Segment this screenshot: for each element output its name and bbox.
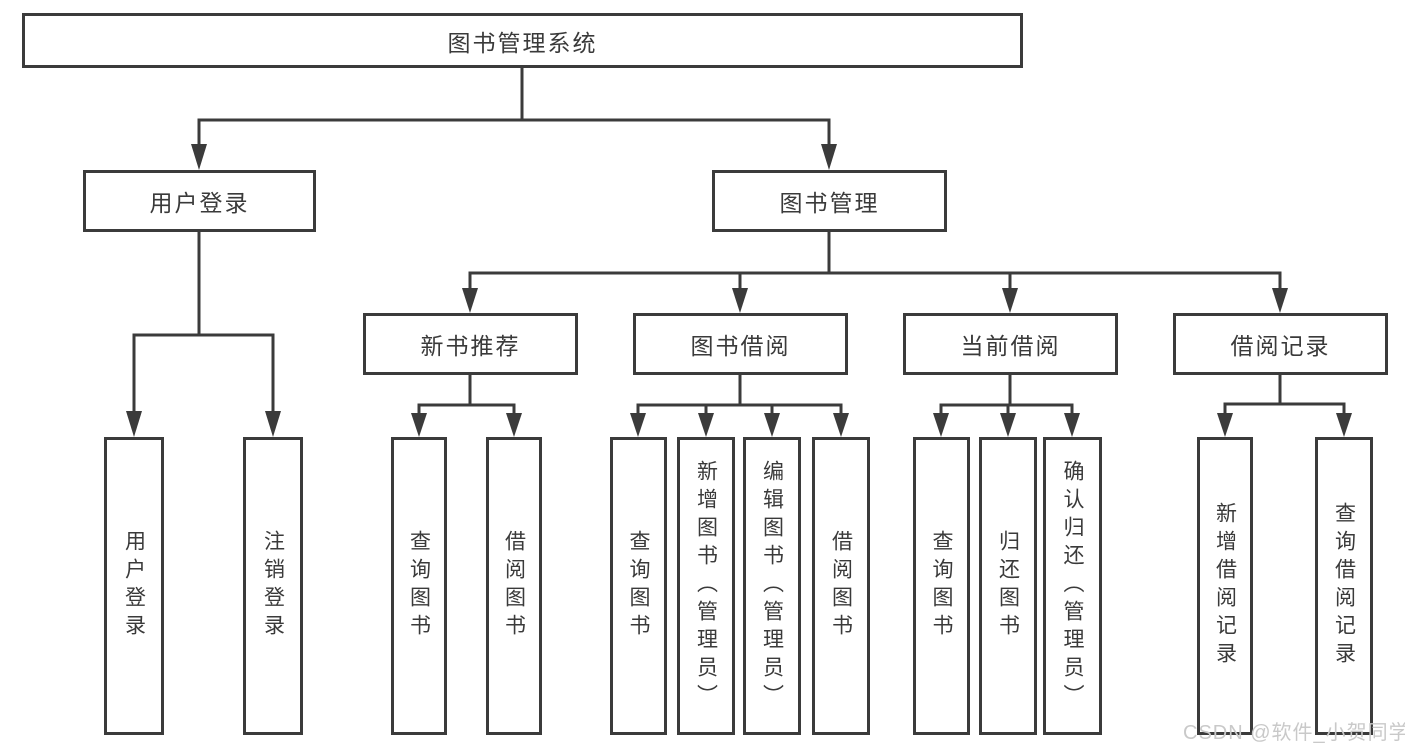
leaf-add-book-admin: 新增图书（管理员） xyxy=(677,437,735,735)
node-book-management: 图书管理 xyxy=(712,170,947,232)
node-root-label: 图书管理系统 xyxy=(447,29,598,56)
leaf-add-book-admin-label: 新增图书（管理员） xyxy=(694,460,718,712)
node-book-borrowing: 图书借阅 xyxy=(633,313,848,375)
leaf-query-book-recommendation-label: 查询图书 xyxy=(407,530,431,642)
csdn-watermark: CSDN @软件_小贺同学 xyxy=(1183,722,1405,744)
node-new-book-recommendation-label: 新书推荐 xyxy=(420,333,521,359)
leaf-edit-book-admin: 编辑图书（管理员） xyxy=(743,437,801,735)
leaf-query-book-current: 查询图书 xyxy=(913,437,970,735)
leaf-query-book-current-label: 查询图书 xyxy=(930,530,953,642)
leaf-return-book-label: 归还图书 xyxy=(996,530,1020,642)
leaf-query-borrow-record-label: 查询借阅记录 xyxy=(1332,502,1356,670)
leaf-borrow-book-recommendation-label: 借阅图书 xyxy=(502,530,526,642)
node-user-login-label: 用户登录 xyxy=(149,190,250,216)
node-root: 图书管理系统 xyxy=(22,13,1023,68)
node-user-login: 用户登录 xyxy=(83,170,316,232)
node-current-borrowing-label: 当前借阅 xyxy=(960,333,1061,359)
leaf-logout: 注销登录 xyxy=(243,437,303,735)
leaf-confirm-return-admin-label: 确认归还（管理员） xyxy=(1061,460,1084,712)
leaf-return-book: 归还图书 xyxy=(979,437,1037,735)
leaf-borrow-book-label: 借阅图书 xyxy=(829,530,853,642)
leaf-query-book-borrowing: 查询图书 xyxy=(610,437,667,735)
node-book-borrowing-label: 图书借阅 xyxy=(690,333,791,359)
leaf-edit-book-admin-label: 编辑图书（管理员） xyxy=(760,460,784,712)
leaf-user-login-label: 用户登录 xyxy=(122,530,146,642)
node-new-book-recommendation: 新书推荐 xyxy=(363,313,578,375)
leaf-query-book-borrowing-label: 查询图书 xyxy=(627,530,650,642)
leaf-query-borrow-record: 查询借阅记录 xyxy=(1315,437,1373,735)
leaf-logout-label: 注销登录 xyxy=(261,530,285,642)
node-book-management-label: 图书管理 xyxy=(779,190,880,216)
node-borrowing-records: 借阅记录 xyxy=(1173,313,1388,375)
leaf-add-borrow-record-label: 新增借阅记录 xyxy=(1213,502,1237,670)
leaf-confirm-return-admin: 确认归还（管理员） xyxy=(1043,437,1102,735)
leaf-borrow-book-recommendation: 借阅图书 xyxy=(486,437,542,735)
leaf-borrow-book: 借阅图书 xyxy=(812,437,870,735)
leaf-user-login: 用户登录 xyxy=(104,437,164,735)
node-current-borrowing: 当前借阅 xyxy=(903,313,1118,375)
leaf-add-borrow-record: 新增借阅记录 xyxy=(1197,437,1253,735)
node-borrowing-records-label: 借阅记录 xyxy=(1230,333,1331,359)
leaf-query-book-recommendation: 查询图书 xyxy=(391,437,447,735)
